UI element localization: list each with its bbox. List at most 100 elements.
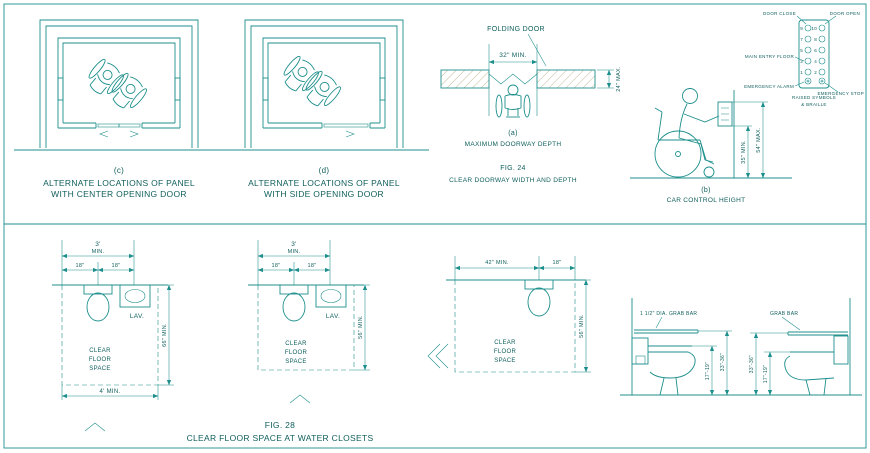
control-panel-location-right xyxy=(174,77,181,101)
break-mark xyxy=(289,394,311,404)
wall-right xyxy=(536,69,596,89)
toilet-side-profile xyxy=(648,345,696,396)
elevator-center-door-plan: (c) ALTERNATE LOCATIONS OF PANEL WITH CE… xyxy=(14,19,224,199)
figure-title: CLEAR DOORWAY WIDTH AND DEPTH xyxy=(449,177,577,184)
wc-elevation-tank-type: GRAB BAR 17"-19" 33"-36" xyxy=(744,298,862,396)
seat-height-dim-label: 17"-19" xyxy=(763,365,769,383)
toilet-tank xyxy=(83,284,113,295)
door-close-label: DOOR CLOSE xyxy=(763,11,796,16)
lavatory xyxy=(315,284,347,308)
car-control-panel xyxy=(717,101,733,127)
wc-plan-no-lav-60: 42" MIN. 18" CLEAR FLOOR SPACE 56" MIN. xyxy=(446,256,591,373)
left-dim-label: 42" MIN. xyxy=(485,260,509,266)
wc-plan-with-lav-66: 3' MIN. 18" 18" LAV. CLEAR FLOOR SPACE 6… xyxy=(52,240,174,432)
wc-elevation-grab-bar: 1 1/2" DIA. GRAB BAR 17"-19" 33"-36" xyxy=(620,298,748,396)
emergency-stop-label: EMERGENCY STOP xyxy=(817,91,864,96)
figure-caption-line2: WITH SIDE OPENING DOOR xyxy=(264,189,384,199)
door-panel-left xyxy=(97,123,120,128)
door-arrow-left-icon xyxy=(99,130,109,138)
sheet-border xyxy=(3,3,867,449)
figure-caption-line2: WITH CENTER OPENING DOOR xyxy=(51,189,187,199)
folding-door-label: FOLDING DOOR xyxy=(487,26,545,33)
floor-button-label: 7 xyxy=(800,37,803,42)
main-entry-floor-label: MAIN ENTRY FLOOR xyxy=(745,54,795,59)
clear-floor-space-boundary xyxy=(257,285,355,371)
grab-bar-note: GRAB BAR xyxy=(770,311,798,317)
overall-dim-label: 3' xyxy=(95,241,100,248)
width-dim-label: 4' MIN. xyxy=(100,389,121,395)
panel-note-line1: RAISED SYMBOLS xyxy=(792,95,836,100)
folding-door-symbol xyxy=(488,73,538,85)
left-dim-label: 18" xyxy=(272,263,281,269)
control-panel-location-left xyxy=(57,77,64,101)
clear-floor-space-boundary xyxy=(454,280,576,373)
emergency-alarm-label: EMERGENCY ALARM xyxy=(744,84,794,89)
toilet-bowl xyxy=(527,287,551,317)
grab-bar xyxy=(634,329,699,334)
toilet-tank-side xyxy=(631,337,649,365)
figure-caption-line1: ALTERNATE LOCATIONS OF PANEL xyxy=(43,178,195,188)
control-panel-detail: 9 10 7 8 5 6 3 4 1 2 DOOR CLOSE DOOR OPE… xyxy=(744,11,864,107)
toilet-tank xyxy=(524,279,554,290)
floor-button-label: 4 xyxy=(814,59,817,64)
floor-button-label: 2 xyxy=(814,70,817,75)
clear-floor-label-line2: FLOOR xyxy=(285,350,308,356)
depth-dimension-label: 24" MAX. xyxy=(616,66,622,92)
lavatory xyxy=(119,284,151,308)
sub-figure-tag: (a) xyxy=(508,130,517,137)
floor-button-label: 6 xyxy=(814,48,817,53)
sub-figure-caption: MAXIMUM DOORWAY DEPTH xyxy=(465,141,562,148)
floor-button-label: 9 xyxy=(800,26,803,31)
figure-28-title-block: FIG. 28 CLEAR FLOOR SPACE AT WATER CLOSE… xyxy=(187,420,374,443)
low-reach-dimension-label: 35" MIN. xyxy=(741,140,747,164)
doorway-depth-diagram: FOLDING DOOR 32" MIN. 24" MAX. (a) MAXIM… xyxy=(440,26,622,184)
clear-floor-label-line3: SPACE xyxy=(89,366,110,372)
toilet-bowl xyxy=(86,292,110,322)
door-panel xyxy=(323,123,369,128)
width-dimension-label: 32" MIN. xyxy=(499,52,526,59)
high-reach-dimension-label: 54" MAX. xyxy=(756,127,762,153)
toilet-tank xyxy=(279,284,309,295)
overall-dim-label: 3' xyxy=(291,241,296,248)
wall-left xyxy=(440,69,490,89)
door-open-label: DOOR OPEN xyxy=(830,11,860,16)
bar-height-dim-label: 33"-36" xyxy=(749,355,755,373)
control-panel-location-right xyxy=(379,77,386,101)
control-panel-location-left xyxy=(262,77,269,101)
panel-outline xyxy=(798,19,830,89)
depth-dim-label: 56" MIN. xyxy=(358,315,364,339)
overall-dim-qualifier: MIN. xyxy=(92,249,105,255)
depth-dim-label: 56" MIN. xyxy=(579,314,585,338)
elevator-side-door-plan: (d) ALTERNATE LOCATIONS OF PANEL WITH SI… xyxy=(221,19,429,199)
car-control-height-diagram: 54" MAX. 35" MIN. (b) CAR CONTROL HEIGHT xyxy=(630,88,792,204)
toilet-tank-side xyxy=(833,335,849,365)
door-arrow-right-icon xyxy=(129,130,139,138)
clear-floor-label-line1: CLEAR xyxy=(494,340,516,346)
break-mark xyxy=(84,422,106,432)
figure-title: CLEAR FLOOR SPACE AT WATER CLOSETS xyxy=(187,433,374,443)
figure-number: FIG. 28 xyxy=(265,420,295,430)
seat-height-dim-label: 17"-19" xyxy=(705,362,711,380)
clear-floor-label-line2: FLOOR xyxy=(494,349,517,355)
right-dim-label: 18" xyxy=(553,260,562,266)
toilet-paper-dispenser xyxy=(635,355,646,365)
sub-figure-tag: (b) xyxy=(701,187,710,194)
door-arrow-icon xyxy=(345,130,355,138)
bar-height-dim-label: 33"-36" xyxy=(720,353,726,371)
floor-button-label: 10 xyxy=(811,26,817,31)
clear-floor-label-line3: SPACE xyxy=(285,359,306,365)
toilet-side-profile xyxy=(784,351,835,396)
door-panel-right xyxy=(118,123,141,128)
panel-note-line2: & BRAILLE xyxy=(801,102,826,107)
break-mark-double xyxy=(427,343,449,369)
figure-number: FIG. 24 xyxy=(500,165,525,172)
clear-floor-label-line2: FLOOR xyxy=(89,357,112,363)
grab-bar xyxy=(787,331,848,336)
figure-tag: (d) xyxy=(319,166,330,175)
toilet-bowl xyxy=(282,292,306,322)
clear-floor-label-line3: SPACE xyxy=(494,358,515,364)
lavatory-label: LAV. xyxy=(130,313,144,320)
figure-caption-line1: ALTERNATE LOCATIONS OF PANEL xyxy=(248,178,400,188)
